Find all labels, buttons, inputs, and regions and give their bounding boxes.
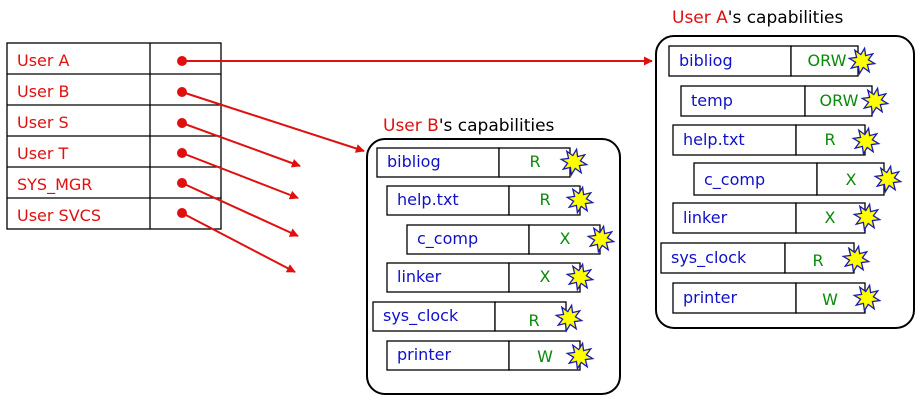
- list-title: User A's capabilities: [672, 8, 843, 28]
- capability-list-user-a: User A's capabilities bibliog ORW temp O…: [655, 8, 915, 329]
- cap-object-cell: [668, 45, 792, 77]
- cap-rights-cell: [795, 124, 866, 156]
- cap-object-cell: [386, 185, 510, 216]
- cap-object-cell: [406, 224, 530, 255]
- user-table: User A User B User S User T SYS_MGR User…: [6, 42, 222, 230]
- capability-row: help.txt R: [386, 185, 595, 216]
- cap-object: help.txt: [683, 130, 745, 149]
- capability-row: bibliog R: [376, 147, 589, 178]
- cap-object: linker: [683, 208, 728, 227]
- pointer-arrow-user-b: [181, 91, 365, 153]
- pointer-arrow-user-svcs: [181, 212, 296, 273]
- cap-object: c_comp: [417, 229, 478, 249]
- capability-row: temp ORW: [680, 85, 890, 117]
- user-label: SYS_MGR: [17, 175, 92, 195]
- cap-object: printer: [397, 345, 451, 364]
- capability-tag-star-icon: [554, 303, 584, 333]
- cap-rights-cell: [498, 147, 571, 178]
- cap-object-cell: [372, 301, 496, 332]
- cap-rights-cell: [795, 202, 866, 234]
- capability-tag-star-icon: [852, 283, 882, 313]
- cap-rights-cell: [816, 162, 885, 196]
- cap-rights: R: [824, 130, 835, 149]
- cap-object: sys_clock: [383, 306, 459, 326]
- user-label: User A: [17, 51, 70, 70]
- cap-object-cell: [672, 124, 797, 156]
- cap-rights-cell: [795, 282, 866, 314]
- capability-row: printer W: [386, 340, 595, 371]
- capability-row: c_comp X: [693, 162, 903, 196]
- capability-row: linker X: [672, 202, 882, 234]
- capability-row: sys_clock R: [372, 301, 584, 333]
- pointer-arrows: [177, 56, 653, 273]
- capability-tag-star-icon: [565, 262, 595, 292]
- capability-tag-star-icon: [852, 202, 882, 232]
- capability-list-user-b: User B's capabilities bibliog R help.txt…: [366, 116, 621, 395]
- cap-object-cell: [660, 242, 786, 274]
- capability-tag-star-icon: [860, 86, 890, 116]
- list-title: User B's capabilities: [383, 116, 555, 136]
- list-title-user: User B: [383, 116, 439, 136]
- cap-rights-cell: [528, 224, 601, 255]
- list-title-suffix: 's capabilities: [439, 116, 555, 136]
- cap-rights: X: [825, 208, 836, 227]
- cap-rights: R: [812, 251, 823, 270]
- capability-row: linker X: [386, 262, 595, 293]
- cap-object-cell: [693, 162, 818, 196]
- cap-rights: X: [846, 170, 857, 189]
- pointer-arrow-user-t: [181, 152, 299, 200]
- user-label: User B: [17, 82, 70, 101]
- capability-tag-star-icon: [873, 164, 903, 194]
- cap-object: c_comp: [704, 170, 765, 190]
- cap-rights: R: [528, 311, 539, 330]
- capability-tag-star-icon: [565, 185, 595, 215]
- user-label: User S: [17, 113, 69, 132]
- capability-row: help.txt R: [672, 124, 881, 156]
- capability-row: printer W: [672, 282, 882, 314]
- cap-object-cell: [376, 147, 500, 178]
- pointer-arrow-user-s: [181, 122, 301, 168]
- capability-row: sys_clock R: [660, 242, 871, 274]
- capability-row: bibliog ORW: [668, 45, 877, 77]
- cap-rights: X: [560, 229, 571, 248]
- cap-rights: R: [529, 152, 540, 171]
- list-title-user: User A: [672, 8, 728, 28]
- cap-object: printer: [683, 288, 737, 307]
- capability-tag-star-icon: [586, 224, 616, 254]
- capability-row: c_comp X: [406, 224, 616, 255]
- cap-rights-cell: [790, 45, 859, 77]
- user-label: User SVCS: [17, 206, 101, 225]
- cap-object-cell: [672, 202, 797, 234]
- cap-rights-cell: [804, 85, 873, 117]
- cap-rights-cell: [508, 185, 581, 216]
- cap-object: sys_clock: [671, 248, 747, 268]
- cap-object: bibliog: [387, 152, 441, 171]
- cap-rights: ORW: [820, 91, 859, 110]
- pointer-arrow-sys-mgr: [181, 182, 299, 237]
- cap-object-cell: [386, 262, 510, 293]
- user-label: User T: [17, 144, 69, 163]
- cap-object-cell: [672, 282, 797, 314]
- cap-object: temp: [691, 91, 733, 110]
- capability-tag-star-icon: [851, 126, 881, 156]
- capability-tag-star-icon: [565, 341, 595, 371]
- cap-rights: W: [822, 290, 838, 309]
- capability-tag-star-icon: [841, 244, 871, 274]
- cap-rights: R: [539, 190, 550, 209]
- capability-tag-star-icon: [847, 46, 877, 76]
- cap-object: bibliog: [679, 51, 733, 70]
- cap-rights: X: [540, 267, 551, 286]
- cap-object: help.txt: [397, 190, 459, 209]
- capability-tag-star-icon: [559, 147, 589, 177]
- cap-object-cell: [386, 340, 510, 371]
- cap-object: linker: [397, 267, 442, 286]
- list-title-suffix: 's capabilities: [728, 8, 844, 28]
- cap-rights: W: [537, 347, 553, 366]
- cap-rights-cell: [494, 301, 567, 332]
- cap-rights: ORW: [808, 51, 847, 70]
